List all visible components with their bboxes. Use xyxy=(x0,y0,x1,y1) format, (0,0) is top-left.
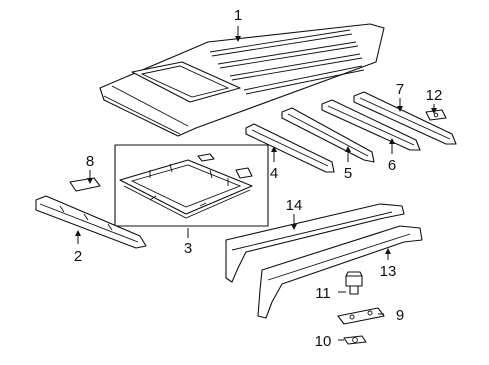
sunroof-housing-box xyxy=(114,144,269,227)
callout-14: 14 xyxy=(286,197,303,214)
callout-8: 8 xyxy=(86,153,94,170)
callout-3: 3 xyxy=(184,240,192,257)
pad-part xyxy=(69,177,101,192)
roof-bow-7 xyxy=(353,91,457,145)
inner-side-rail xyxy=(225,203,405,283)
bolt-part xyxy=(345,271,363,295)
bracket-part xyxy=(337,307,385,325)
roof-panel xyxy=(99,23,385,137)
roof-bow-4 xyxy=(245,123,335,173)
clip-part xyxy=(425,109,447,121)
callout-5: 5 xyxy=(344,165,352,182)
leader-lines xyxy=(75,26,437,341)
roof-bow-5 xyxy=(281,107,375,163)
callout-13: 13 xyxy=(380,263,397,280)
callout-10: 10 xyxy=(315,333,332,350)
callout-4: 4 xyxy=(270,165,278,182)
outer-side-rail xyxy=(257,225,423,319)
callout-7: 7 xyxy=(396,81,404,98)
front-roof-rail xyxy=(35,195,147,249)
callout-12: 12 xyxy=(426,87,443,104)
callout-2: 2 xyxy=(74,248,82,265)
roof-bow-6 xyxy=(321,99,421,151)
small-bolt-part xyxy=(343,335,367,345)
callout-6: 6 xyxy=(388,157,396,174)
callout-11: 11 xyxy=(315,285,331,302)
callout-1: 1 xyxy=(234,7,242,24)
callout-9: 9 xyxy=(396,307,404,324)
